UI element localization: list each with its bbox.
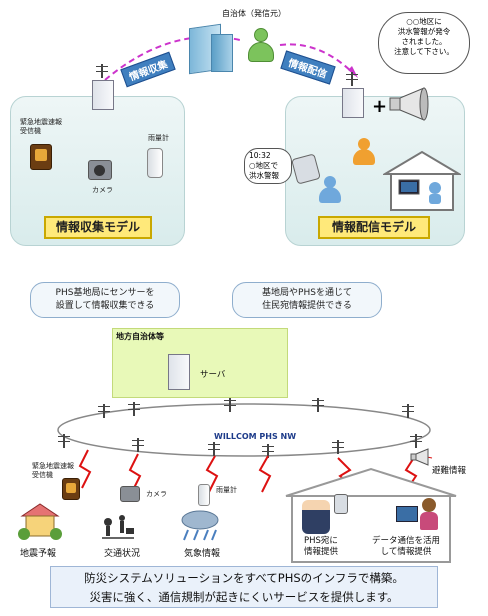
resident-laptop-user-icon [396,498,440,532]
footer-line-2: 災害に強く、通信規制が起きにくいサービスを提供します。 [89,590,399,604]
cloud-collect: PHS基地局にセンサーを 設置して情報収集できる [30,282,180,318]
phs-provide-label: PHS宛に 情報提供 [304,536,338,558]
base-station-icon [224,398,236,412]
weather-icon [181,510,219,541]
server-icon [168,354,190,390]
alert-bubble: ○○地区に 洪水警報が発令 されました。 注意して下さい。 [378,12,470,74]
rain-gauge-icon [147,148,163,178]
loudspeaker-icon-small [410,448,429,466]
base-station-icon [58,434,70,448]
cloud-collect-line-2: 設置して情報収集できる [55,301,155,311]
municipality-label: 自治体（発信元） [222,9,286,18]
phs-provide-line-2: 情報提供 [304,547,339,557]
municipality-person-icon [246,28,276,64]
phs-network-ellipse [57,403,431,457]
data-provide-label: データ通信を活用 して情報提供 [372,536,440,558]
eq-receiver-device-icon [30,144,52,170]
eq-receiver-label: 緊急地震速報 受信機 [20,118,62,136]
alert-line-3: されました。 [401,37,447,46]
weather-label: 気象情報 [184,549,221,559]
delivery-model-label: 情報配信モデル [318,216,430,239]
base-station-icon [332,440,344,454]
phone-msg-line-1: ○地区で [249,161,279,170]
cloud-deliver: 基地局やPHSを通じて 住民宛情報提供できる [232,282,382,318]
resident-icon-blue [318,176,342,206]
rain-gauge-icon-bottom [198,484,210,506]
alert-line-1: ○○地区に [406,17,442,26]
base-station-icon-left [88,64,120,114]
base-station-icon [402,404,414,418]
rain-gauge-label: 雨量計 [148,134,169,142]
base-station-icon [98,404,110,418]
data-provide-line-2: して情報提供 [380,547,432,557]
collection-model-label: 情報収集モデル [44,216,152,239]
flow-arcs [104,35,358,81]
plus-sign: + [372,96,388,117]
base-station-icon [208,442,220,456]
resident-icon-orange [352,138,376,168]
base-station-icon [410,434,422,448]
data-provide-line-1: データ通信を活用 [372,536,441,546]
phs-provide-line-1: PHS宛に [304,536,338,546]
traffic-label: 交通状況 [104,549,141,559]
phone-message-bubble: 10:32 ○地区で 洪水警報 [244,148,292,184]
footer-summary: 防災システムソリューションをすべてPHSのインフラで構築。 災害に強く、通信規制… [50,566,438,608]
evacuation-label: 避難情報 [432,466,467,476]
footer-line-1: 防災システムソリューションをすべてPHSのインフラで構築。 [84,571,404,585]
eq-receiver-line-1: 緊急地震速報 [20,118,62,126]
server-label: サーバ [200,370,226,380]
alert-line-2: 洪水警報が発令 [397,27,451,36]
eq-receiver-device-icon-bottom [62,478,80,500]
house-icon [383,150,461,211]
phone-time: 10:32 [249,151,271,160]
earthquake-label: 地震予報 [20,549,57,559]
local-gov-box [112,328,288,398]
eq-receiver-bottom-line-2: 受信機 [32,471,53,479]
base-station-icon [312,398,324,412]
traffic-icon [102,515,134,539]
phone-msg-line-2: 洪水警報 [249,171,279,180]
cloud-deliver-line-2: 住民宛情報提供できる [262,301,352,311]
earthquake-house-icon [18,503,62,540]
base-station-icon [132,438,144,452]
alert-line-4: 注意して下さい。 [394,47,454,56]
resident-phone-icon [334,494,348,514]
network-label: WILLCOM PHS NW [214,432,297,441]
rain-gauge-label-bottom: 雨量計 [216,486,237,494]
cloud-deliver-line-1: 基地局やPHSを通じて [262,288,352,298]
eq-receiver-label-bottom: 緊急地震速報 受信機 [32,462,74,480]
camera-icon [88,160,112,180]
resident-man-icon [302,500,330,534]
base-station-icon [128,402,140,416]
camera-label-bottom: カメラ [146,490,167,498]
municipality-building [183,20,233,75]
eq-receiver-line-2: 受信機 [20,127,41,135]
camera-icon-bottom [120,486,140,502]
cloud-collect-line-1: PHS基地局にセンサーを [55,288,155,298]
base-station-icon-right [338,72,370,122]
loudspeaker-icon [389,87,429,121]
eq-receiver-bottom-line-1: 緊急地震速報 [32,462,74,470]
local-gov-label: 地方自治体等 [116,332,164,341]
base-station-icon [262,444,274,458]
camera-label: カメラ [92,186,113,194]
